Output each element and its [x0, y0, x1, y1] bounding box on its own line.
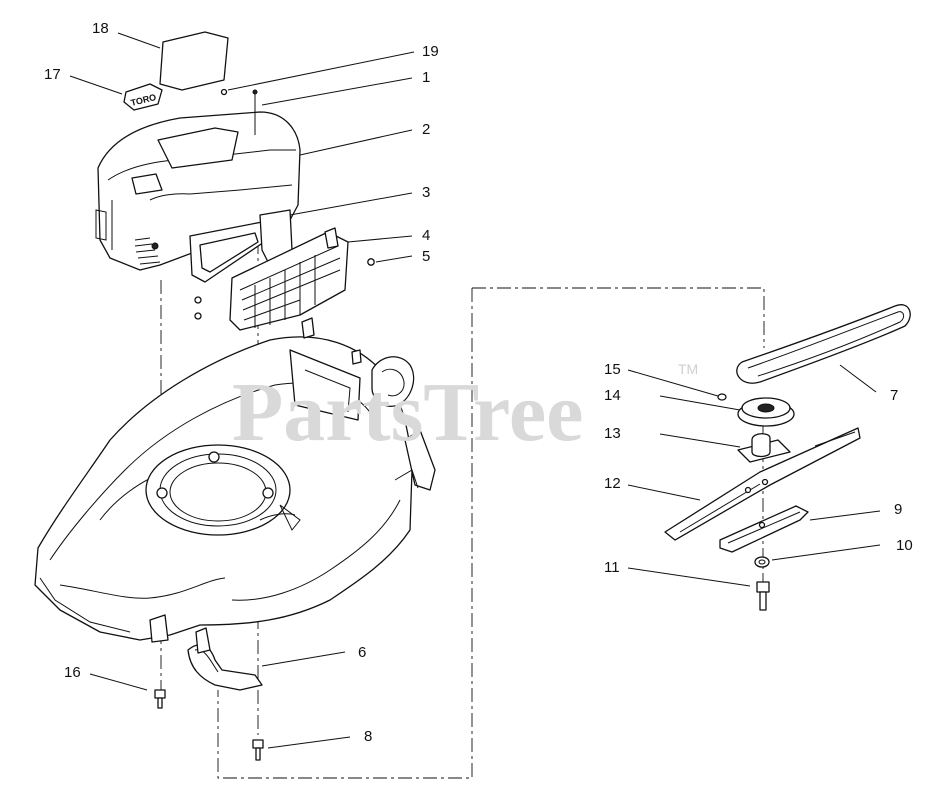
callout-14: 14	[604, 387, 621, 404]
callout-12: 12	[604, 475, 621, 492]
callout-2: 2	[422, 121, 430, 138]
clip-19	[220, 88, 228, 96]
callout-18: 18	[92, 20, 109, 37]
callout-3: 3	[422, 184, 430, 201]
toro-logo-plate: TORO	[123, 83, 163, 111]
blade-12	[664, 427, 861, 541]
callout-19: 19	[422, 43, 439, 60]
callout-6: 6	[358, 644, 366, 661]
decal-18	[159, 31, 229, 91]
bolt-8	[252, 739, 264, 761]
callout-17: 17	[44, 66, 61, 83]
adapter-13	[737, 433, 791, 463]
screw-a	[194, 296, 202, 304]
nut-10	[754, 556, 770, 568]
pulley-14	[737, 397, 795, 427]
assembly-guide-box	[217, 287, 765, 779]
bolt-11	[756, 581, 770, 611]
callout-11: 11	[604, 559, 620, 576]
callout-9: 9	[894, 501, 902, 518]
rear-guard	[229, 227, 349, 331]
callout-1: 1	[422, 69, 430, 86]
screw-b	[194, 312, 202, 320]
callout-10: 10	[896, 537, 913, 554]
callout-7: 7	[890, 387, 898, 404]
callout-4: 4	[422, 227, 430, 244]
watermark-tm: TM	[678, 361, 698, 377]
callout-5: 5	[422, 248, 430, 265]
bolt-16	[154, 689, 166, 709]
belt-7	[736, 304, 911, 384]
callout-15: 15	[604, 361, 621, 378]
mower-deck	[34, 317, 436, 643]
callout-8: 8	[364, 728, 372, 745]
callout-13: 13	[604, 425, 621, 442]
screw-5	[367, 258, 375, 266]
callout-numbers: 1 2 3 4 5 6 7 8 9 10 11 12 13 14 15 16 1…	[44, 20, 913, 745]
blade-well	[145, 444, 291, 536]
engine	[95, 111, 301, 283]
leader-lines	[69, 32, 881, 749]
callout-16: 16	[64, 664, 81, 681]
watermark-text: PartsTree	[232, 366, 583, 459]
pin-15	[717, 393, 727, 401]
stiffener-9	[719, 505, 809, 553]
